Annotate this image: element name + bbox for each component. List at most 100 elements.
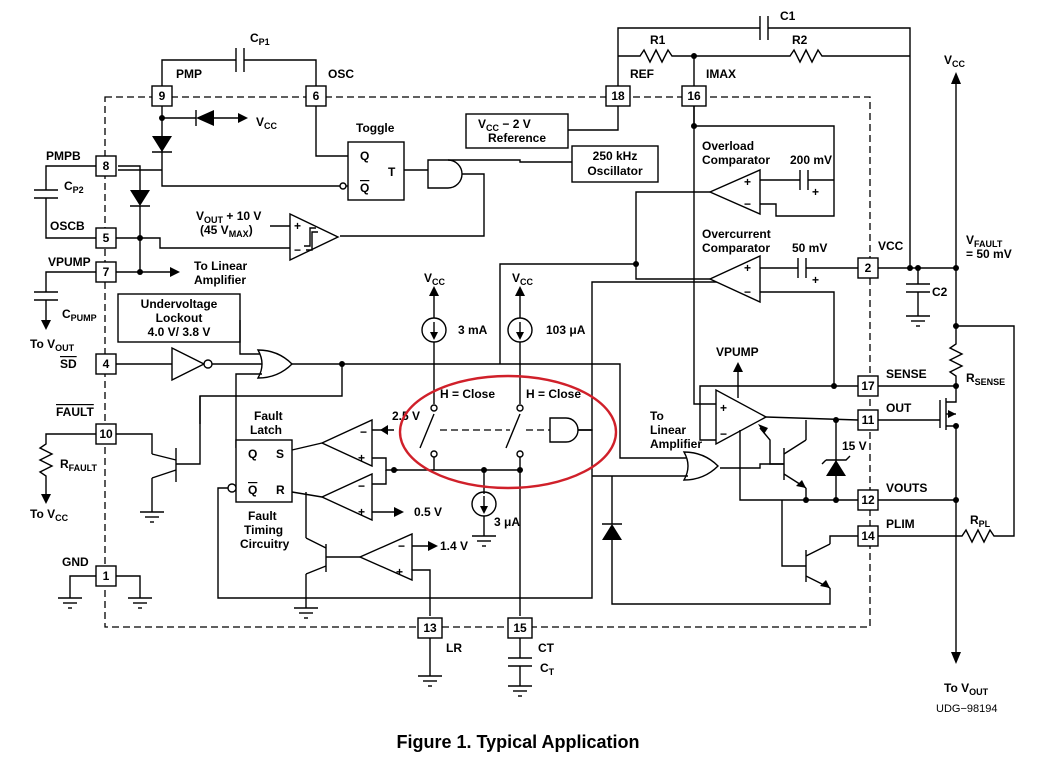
oscillator-block: 250 kHz Oscillator	[571, 145, 659, 183]
r2-resistor: R2	[694, 33, 910, 64]
power-limit-transistor	[602, 476, 858, 605]
svg-text:17: 17	[861, 379, 875, 393]
overcurrent-comparator: Overcurrent Comparator + − + 50 mV	[499, 227, 858, 384]
pass-mosfet: To VOUT	[878, 396, 989, 697]
svg-text:13: 13	[423, 621, 437, 635]
current-source-103ua: VCC 103 μA	[507, 271, 586, 404]
hysteresis-comparator: + − VOUT + 10 V (45 VMAX)	[196, 209, 340, 262]
pin-17: 17 SENSE	[699, 367, 956, 441]
svg-text:Reference: Reference	[488, 131, 546, 145]
pin-10: 10 FAULT	[56, 405, 117, 445]
cp2-capacitor: CP2	[34, 165, 96, 239]
rpl-resistor: RPL	[878, 513, 998, 544]
cpump-capacitor: CPUMP To VOUT	[30, 271, 97, 353]
svg-text:SENSE: SENSE	[886, 367, 927, 381]
svg-text:50 mV: 50 mV	[792, 241, 827, 255]
svg-text:Timing: Timing	[244, 523, 283, 537]
svg-text:REF: REF	[630, 67, 654, 81]
svg-text:Linear: Linear	[650, 423, 686, 437]
svg-text:+: +	[358, 505, 365, 519]
svg-text:Fault: Fault	[254, 409, 283, 423]
svg-text:LR: LR	[446, 641, 462, 655]
svg-text:VCC: VCC	[878, 239, 904, 253]
svg-text:7: 7	[103, 265, 110, 279]
svg-text:200 mV: 200 mV	[790, 153, 832, 167]
cp1-capacitor: CP1	[161, 31, 317, 86]
svg-text:Fault: Fault	[248, 509, 277, 523]
svg-text:VOUT + 10 V: VOUT + 10 V	[196, 209, 261, 225]
svg-text:3 mA: 3 mA	[458, 323, 488, 337]
svg-text:1: 1	[103, 569, 110, 583]
svg-text:+: +	[396, 565, 403, 579]
svg-text:−: −	[294, 243, 301, 257]
svg-text:Lockout: Lockout	[156, 311, 203, 325]
svg-text:14: 14	[861, 529, 875, 543]
svg-text:−: −	[398, 539, 405, 553]
pin-11: 11 OUT	[857, 401, 912, 431]
svg-text:RSENSE: RSENSE	[966, 371, 1005, 387]
svg-text:+: +	[812, 273, 819, 287]
svg-text:SD: SD	[60, 357, 77, 371]
svg-text:+: +	[720, 401, 727, 415]
pin-6: 6 OSC	[305, 67, 354, 107]
sd-inverter	[116, 346, 262, 382]
svg-text:10: 10	[99, 427, 113, 441]
r1-resistor: R1	[618, 33, 694, 64]
vcc-rail-right: VCC VFAULT = 50 mV	[944, 53, 1015, 537]
pin-15: 15 CT	[507, 617, 555, 655]
switches-h-close: H = Close H = Close	[394, 281, 760, 616]
svg-text:= 50 mV: = 50 mV	[966, 247, 1012, 261]
rsense-resistor: RSENSE	[948, 326, 1005, 396]
pin-13: 13 LR	[417, 617, 462, 687]
svg-text:−: −	[360, 425, 367, 439]
svg-text:4: 4	[103, 357, 110, 371]
svg-text:S: S	[276, 447, 284, 461]
svg-text:To: To	[650, 409, 664, 423]
svg-text:CP2: CP2	[64, 179, 84, 195]
figure-id: UDG−98194	[936, 703, 997, 715]
svg-text:(45 VMAX): (45 VMAX)	[200, 223, 253, 239]
svg-text:Toggle: Toggle	[356, 121, 395, 135]
svg-text:PMPB: PMPB	[46, 149, 81, 163]
svg-text:Oscillator: Oscillator	[587, 164, 643, 178]
pin-12: 12 VOUTS	[857, 481, 959, 511]
svg-text:GND: GND	[62, 555, 89, 569]
svg-text:T: T	[388, 165, 396, 179]
svg-text:RFAULT: RFAULT	[60, 457, 98, 473]
svg-text:C2: C2	[932, 285, 948, 299]
linear-amplifier: VPUMP + − To Linear Amplifier	[650, 106, 859, 503]
svg-text:15: 15	[513, 621, 527, 635]
overload-comparator: Overload Comparator + − + 200 mV	[635, 106, 835, 264]
svg-text:OUT: OUT	[886, 401, 912, 415]
svg-text:VCC: VCC	[256, 115, 278, 131]
gnd-symbols	[58, 575, 152, 609]
svg-text:12: 12	[861, 493, 875, 507]
c2-capacitor: C2	[906, 268, 948, 327]
svg-text:Undervoltage: Undervoltage	[141, 297, 218, 311]
svg-text:+: +	[294, 219, 301, 233]
svg-text:+: +	[744, 175, 751, 189]
svg-text:Amplifier: Amplifier	[650, 437, 702, 451]
svg-text:Overcurrent: Overcurrent	[702, 227, 771, 241]
svg-text:IMAX: IMAX	[706, 67, 736, 81]
and-gate-oscillator	[340, 159, 572, 237]
svg-text:2.5 V: 2.5 V	[392, 409, 420, 423]
svg-text:VCC: VCC	[512, 271, 534, 287]
svg-text:VOUTS: VOUTS	[886, 481, 927, 495]
pin-1: 1 GND	[62, 555, 117, 587]
pin-4: 4 SD	[60, 353, 117, 375]
svg-text:−: −	[744, 197, 751, 211]
fault-comparator-2v5: − + 2.5 V	[291, 409, 420, 471]
svg-text:Q: Q	[248, 447, 257, 461]
svg-text:+: +	[812, 185, 819, 199]
shutdown-transistor	[720, 420, 807, 500]
svg-text:FAULT: FAULT	[56, 405, 94, 419]
figure-caption: Figure 1. Typical Application	[396, 732, 639, 752]
pin-14: 14 PLIM	[857, 517, 915, 547]
svg-text:PLIM: PLIM	[886, 517, 915, 531]
svg-text:Comparator: Comparator	[702, 153, 770, 167]
svg-text:To VCC: To VCC	[30, 507, 69, 523]
or-gate-amp	[592, 451, 719, 481]
svg-text:−: −	[744, 285, 751, 299]
